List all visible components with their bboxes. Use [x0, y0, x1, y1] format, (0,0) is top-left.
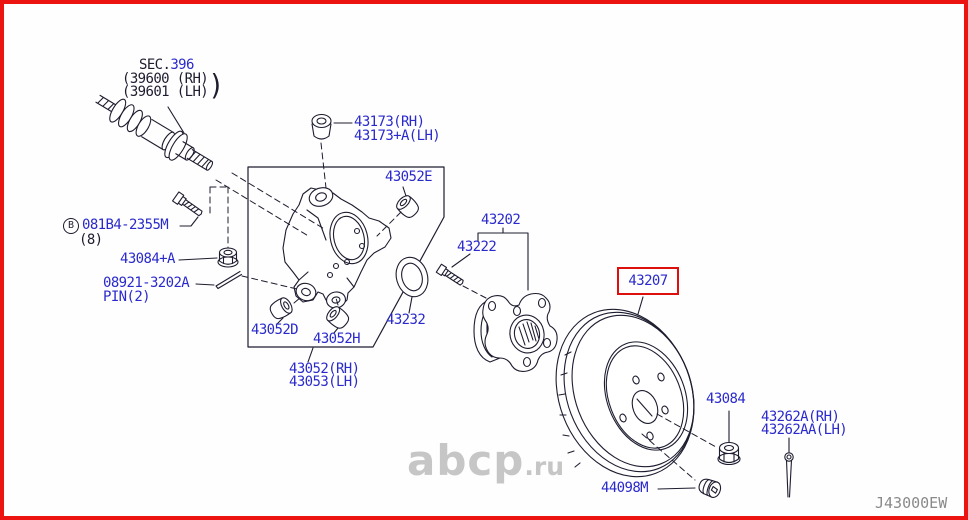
leader-43207 — [637, 296, 644, 315]
part-label-43052e[interactable]: 43052E — [385, 169, 433, 185]
axle-paren-close: ) — [208, 69, 224, 102]
axle-part-lh: (39601 (LH) — [122, 84, 209, 100]
section-ref-prefix: SEC. — [139, 57, 171, 73]
part-label-43232[interactable]: 43232 — [386, 312, 426, 328]
part-label-44098m[interactable]: 44098M — [601, 480, 649, 496]
leader-081b4 — [179, 216, 199, 227]
part-label-43052d[interactable]: 43052D — [251, 322, 299, 338]
part-label-43262aa-lh[interactable]: 43262AA(LH) — [761, 422, 848, 438]
seal-43232-drawing — [395, 256, 429, 314]
bolt-symbol-b: B — [63, 218, 79, 234]
bushing-43173-drawing — [311, 113, 353, 140]
part-label-08921-3202a[interactable]: 08921-3202A — [103, 275, 190, 291]
section-ref-title[interactable]: SEC.396 — [139, 57, 194, 73]
cap-44098m-drawing — [657, 478, 722, 499]
qty-label-081b4: (8) — [79, 232, 103, 248]
bolt-43222-drawing — [435, 263, 464, 286]
leader-43084a — [178, 257, 218, 261]
cotter-pin-43262-drawing — [784, 437, 794, 498]
part-label-43084a[interactable]: 43084+A — [120, 251, 175, 267]
bushing-43052e-drawing — [396, 195, 419, 218]
part-label-43052h[interactable]: 43052H — [313, 331, 361, 347]
leader-43222 — [451, 253, 471, 268]
bracket-43202 — [477, 227, 529, 291]
section-ref-number[interactable]: 396 — [170, 57, 194, 73]
rotor-43207-drawing — [555, 296, 695, 478]
part-label-43202[interactable]: 43202 — [481, 212, 521, 228]
part-label-43222[interactable]: 43222 — [457, 239, 497, 255]
assembly-dashed-lines — [209, 142, 717, 481]
part-label-43052-rh[interactable]: 43052(RH) — [289, 361, 360, 377]
leader-43052e — [402, 186, 407, 197]
drawing-code: J43000EW — [875, 494, 948, 512]
bolt-081b4-drawing — [172, 191, 203, 227]
leader-43052h — [333, 327, 339, 334]
part-label-43084[interactable]: 43084 — [706, 391, 746, 407]
leader-44098m — [657, 487, 696, 490]
hub-43202-drawing — [451, 227, 558, 372]
part-label-43262a-rh[interactable]: 43262A(RH) — [761, 409, 840, 425]
axle-part-rh: (39600 (RH) — [122, 71, 209, 87]
nut-43084a-drawing — [178, 247, 239, 268]
axle-drawing — [95, 94, 214, 171]
watermark: abcp .ru — [407, 436, 564, 485]
leader-43052-group — [307, 347, 314, 363]
leader-43232 — [408, 296, 413, 314]
qty-label-pin: PIN(2) — [103, 289, 151, 305]
highlight-box-43207[interactable]: 43207 — [617, 267, 679, 295]
watermark-suffix: .ru — [524, 452, 564, 481]
knuckle-drawing — [282, 187, 392, 363]
pin-08921-drawing — [195, 270, 243, 290]
watermark-main: abcp — [407, 436, 525, 485]
leader-sec396 — [167, 106, 185, 134]
part-label-43173-lh[interactable]: 43173+A(LH) — [354, 128, 441, 144]
bushing-43052h-drawing — [326, 306, 350, 329]
part-label-43053-lh[interactable]: 43053(LH) — [289, 374, 360, 390]
leader-43052d — [276, 317, 284, 325]
part-label-081b4-2355m[interactable]: 081B4-2355M — [82, 217, 169, 233]
part-label-43173-rh[interactable]: 43173(RH) — [354, 114, 425, 130]
axle-part-numbers: (39600 (RH) (39601 (LH) ) — [122, 69, 224, 102]
part-label-43207[interactable]: 43207 — [628, 273, 668, 289]
bushing-43052d-drawing — [269, 297, 293, 320]
nut-43084-drawing — [717, 410, 741, 466]
leader-08921 — [195, 283, 215, 286]
